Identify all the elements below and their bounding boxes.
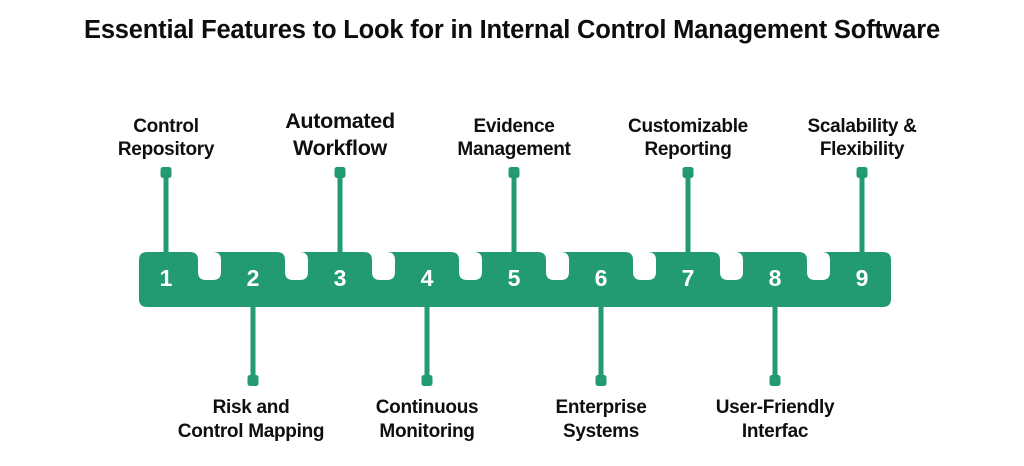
connector-group-top bbox=[160, 167, 868, 257]
feature-label-scalability-flexibility: Scalability & Flexibility bbox=[807, 115, 917, 161]
segment-number-8: 8 bbox=[768, 265, 782, 291]
feature-label-evidence-management: Evidence Management bbox=[457, 115, 571, 161]
segment-number-4: 4 bbox=[420, 265, 434, 291]
connector-seg8 bbox=[769, 300, 781, 386]
segment-block-9[interactable] bbox=[814, 252, 891, 307]
connector-seg7 bbox=[682, 167, 694, 257]
segment-number-5: 5 bbox=[507, 265, 521, 291]
connector-seg3 bbox=[334, 167, 346, 257]
feature-label-automated-workflow: Automated Workflow bbox=[285, 109, 395, 161]
connector-seg5 bbox=[508, 167, 520, 257]
connector-group-bottom bbox=[247, 300, 781, 386]
segment-number-7: 7 bbox=[681, 265, 695, 291]
connector-seg4 bbox=[421, 300, 433, 386]
feature-label-enterprise-systems: Enterprise Systems bbox=[555, 397, 647, 442]
connector-seg1 bbox=[160, 167, 172, 257]
segment-number-3: 3 bbox=[333, 265, 347, 291]
feature-label-continuous-monitoring: Continuous Monitoring bbox=[375, 397, 479, 442]
connector-seg9 bbox=[856, 167, 868, 257]
feature-label-user-friendly-interface: User-Friendly Interfac bbox=[715, 397, 835, 442]
segment-number-6: 6 bbox=[594, 265, 608, 291]
feature-label-risk-and-control-mapping: Risk and Control Mapping bbox=[177, 397, 325, 442]
page-title: Essential Features to Look for in Intern… bbox=[84, 16, 940, 44]
connector-seg6 bbox=[595, 300, 607, 386]
feature-label-customizable-reporting: Customizable Reporting bbox=[628, 115, 748, 161]
segment-number-9: 9 bbox=[855, 265, 869, 291]
segment-number-1: 1 bbox=[159, 265, 173, 291]
segment-number-2: 2 bbox=[246, 265, 260, 291]
connector-seg2 bbox=[247, 300, 259, 386]
feature-label-control-repository: Control Repository bbox=[117, 115, 215, 161]
